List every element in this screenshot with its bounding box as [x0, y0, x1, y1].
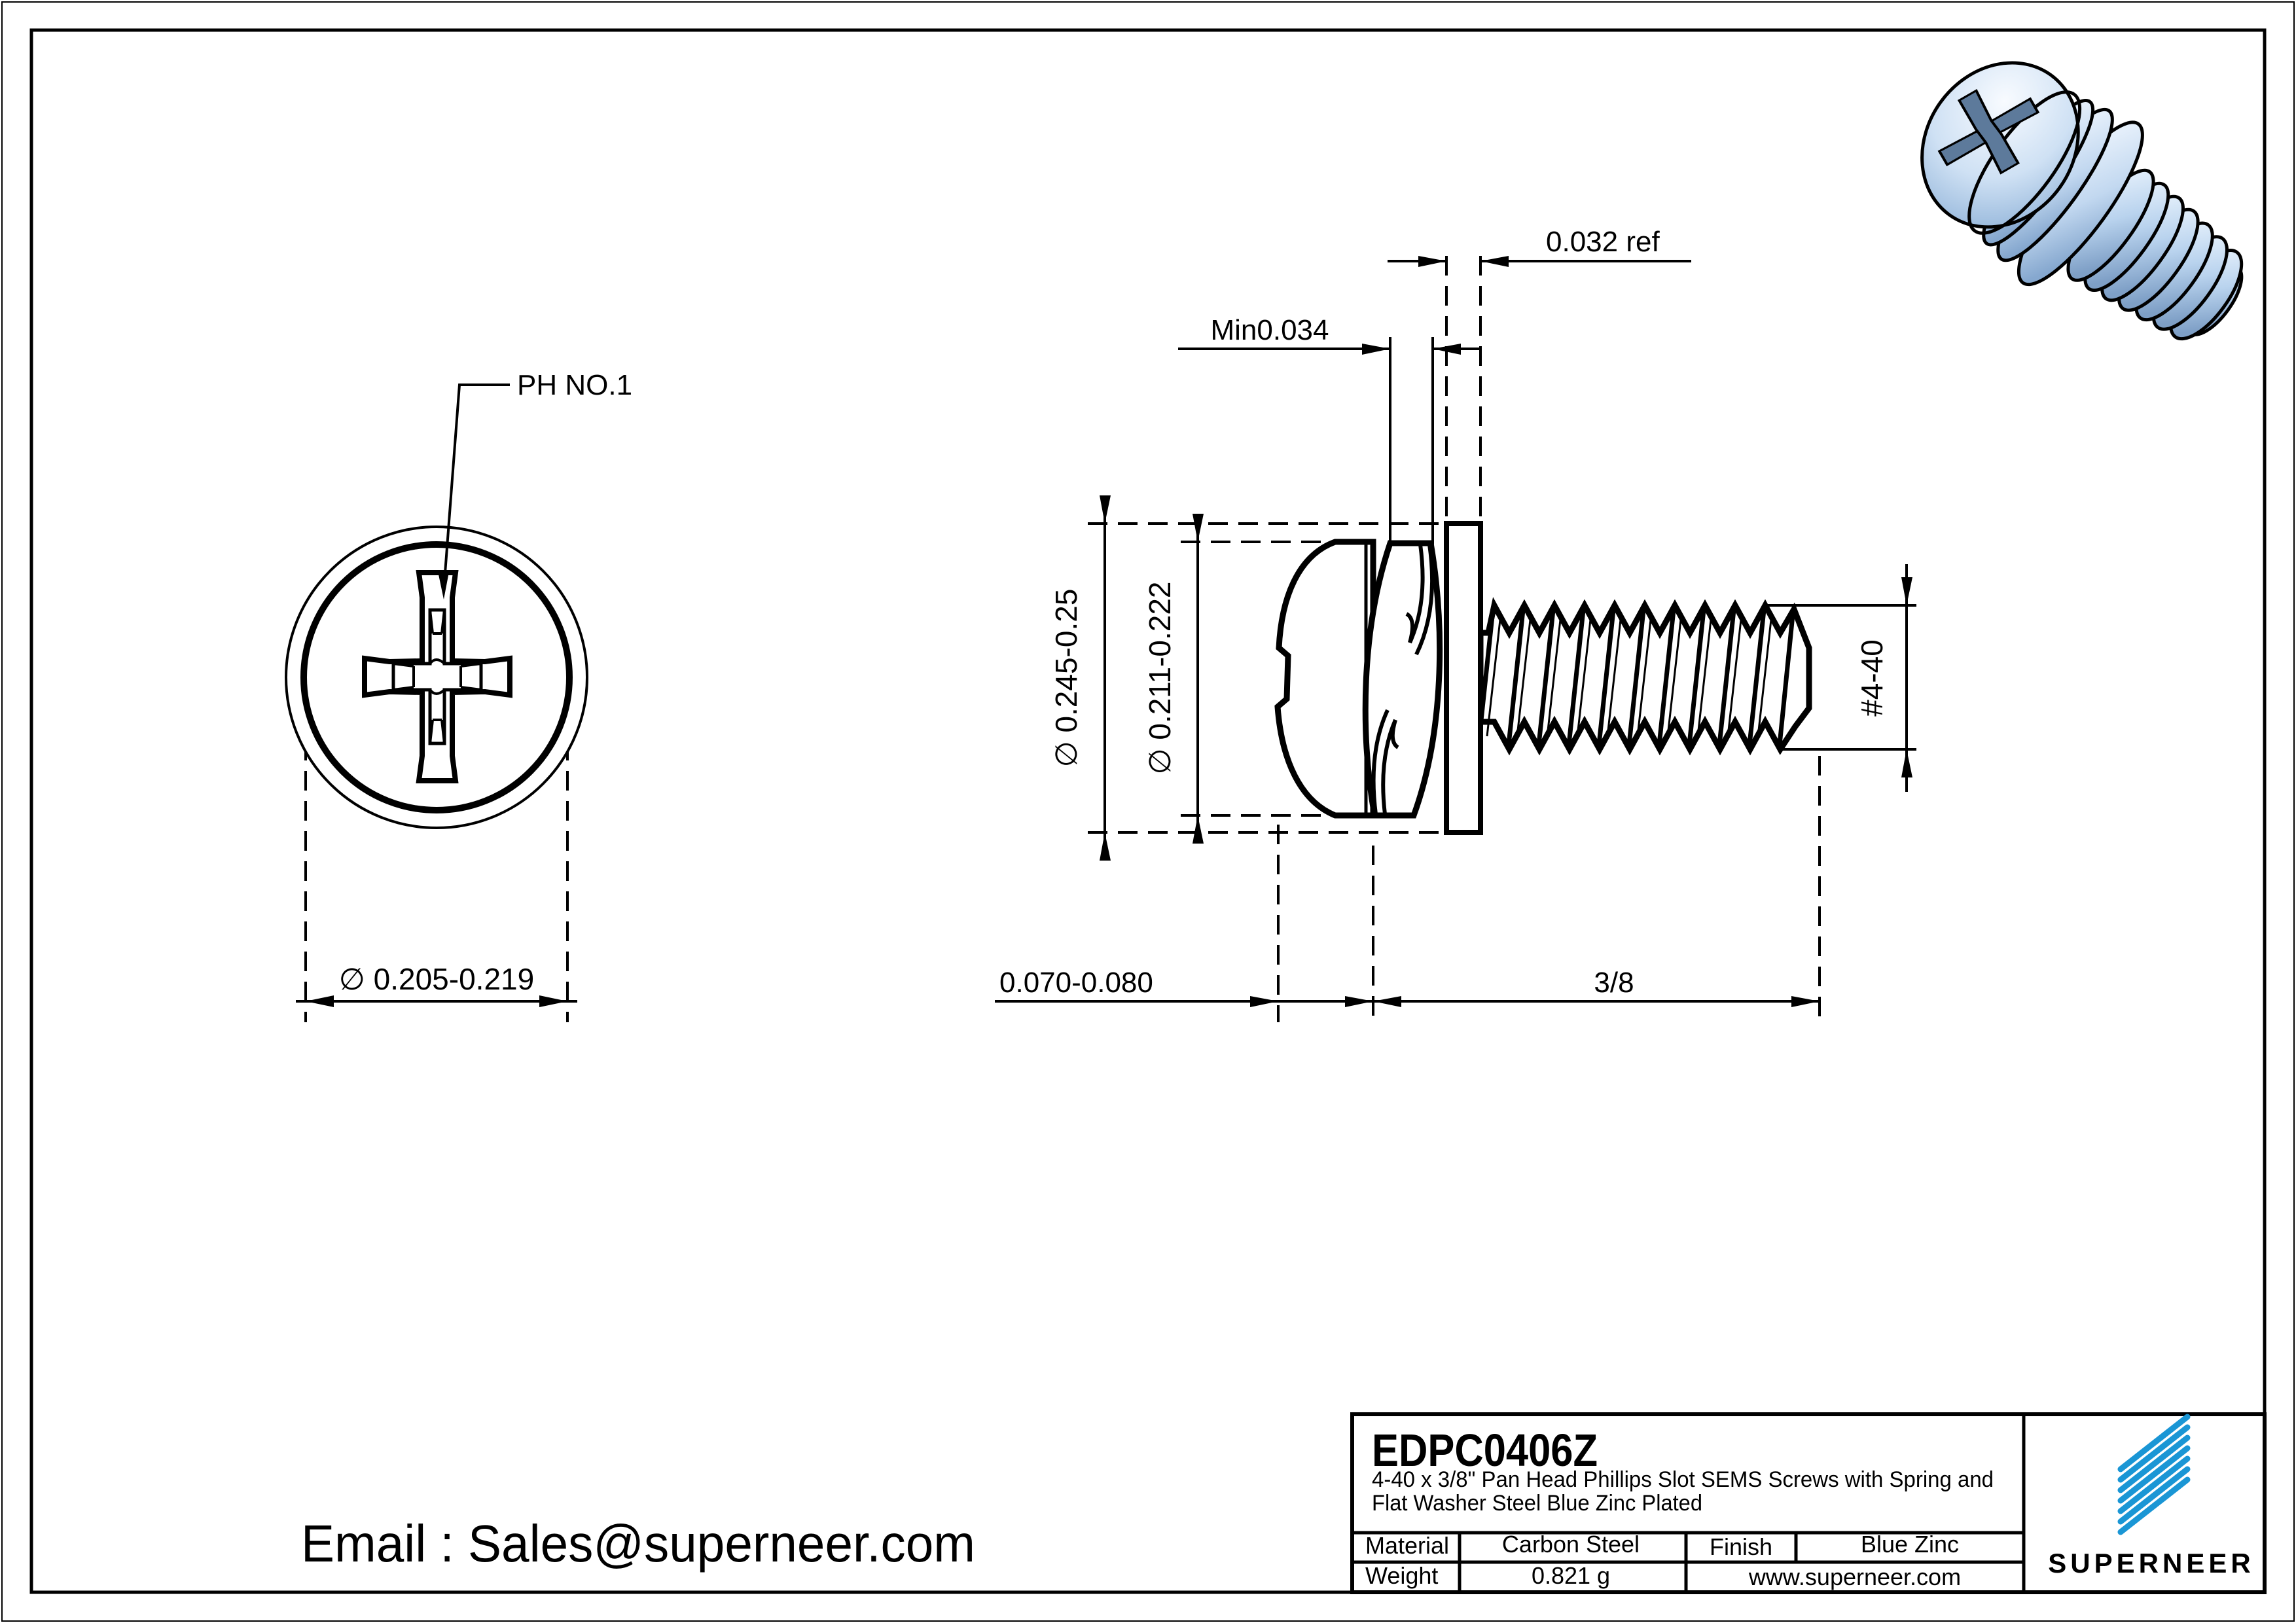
title-block: EDPC0406Z 4-40 x 3/8" Pan Head Phillips …	[1350, 1412, 2267, 1594]
thread-spec-text: #4-40	[1855, 639, 1889, 717]
drive-label: PH NO.1	[517, 369, 632, 401]
brand-name: SUPERNEER	[2048, 1548, 2254, 1578]
flat-washer-od-dimension: ∅ 0.245-0.25	[1049, 495, 1111, 861]
thread-flank-details	[1486, 619, 1772, 737]
spring-washer-thickness-text: Min0.034	[1210, 314, 1329, 346]
description-line1: 4-40 x 3/8" Pan Head Phillips Slot SEMS …	[1372, 1467, 1994, 1492]
flat-washer-profile	[1444, 521, 1483, 835]
screw-3d-illustration	[1920, 61, 2244, 341]
spring-washer-profile	[1362, 540, 1443, 819]
threaded-shank	[1476, 597, 1812, 756]
drive-leader-line	[438, 383, 510, 599]
spring-washer-thickness-dimension: Min0.034	[1178, 314, 1480, 355]
finish-value: Blue Zinc	[1861, 1531, 1959, 1558]
thread-length-text: 3/8	[1594, 967, 1634, 999]
flat-washer-thickness-dimension: 0.032 ref	[1388, 226, 1691, 267]
head-diameter-dimension: ∅ 0.205-0.219	[296, 962, 577, 1007]
pan-head-profile	[1274, 539, 1376, 819]
length-dimensions: 0.070-0.080 3/8	[995, 967, 1820, 1007]
material-value: Carbon Steel	[1502, 1531, 1640, 1558]
logo-stripes-icon	[2117, 1414, 2191, 1535]
material-label: Material	[1365, 1532, 1449, 1559]
phillips-recess-tips	[393, 609, 482, 744]
phillips-cross-3d	[1937, 88, 2040, 175]
side-view-extension-lines	[1088, 256, 1916, 1022]
finish-label: Finish	[1710, 1533, 1772, 1560]
part-number: EDPC0406Z	[1372, 1425, 1598, 1476]
website-link[interactable]: www.superneer.com	[1748, 1563, 1961, 1590]
side-view: ∅ 0.245-0.25 ∅ 0.211-0.222 Min0.034 0.03…	[995, 226, 1916, 1022]
brand-logo: SUPERNEER	[2048, 1414, 2254, 1578]
contact-email: Email : Sales@superneer.com	[301, 1514, 975, 1573]
head-od-dimension: ∅ 0.211-0.222	[1143, 514, 1204, 844]
head-diameter-text: ∅ 0.205-0.219	[339, 962, 534, 996]
weight-label: Weight	[1365, 1562, 1438, 1589]
head-height-text: 0.070-0.080	[999, 967, 1153, 999]
thread-spec-dimension: #4-40	[1855, 564, 1912, 792]
thread-flanks	[1476, 609, 1795, 745]
flat-washer-thickness-text: 0.032 ref	[1546, 226, 1660, 258]
thread-ridges	[2066, 168, 2244, 341]
weight-value: 0.821 g	[1532, 1562, 1610, 1589]
head-od-text: ∅ 0.211-0.222	[1143, 582, 1177, 775]
front-view: PH NO.1 ∅ 0.205-0.219	[285, 369, 632, 1022]
description-line2: Flat Washer Steel Blue Zinc Plated	[1372, 1491, 1702, 1516]
phillips-slot-recess-outline	[362, 570, 512, 783]
flat-washer-od-text: ∅ 0.245-0.25	[1049, 589, 1083, 768]
